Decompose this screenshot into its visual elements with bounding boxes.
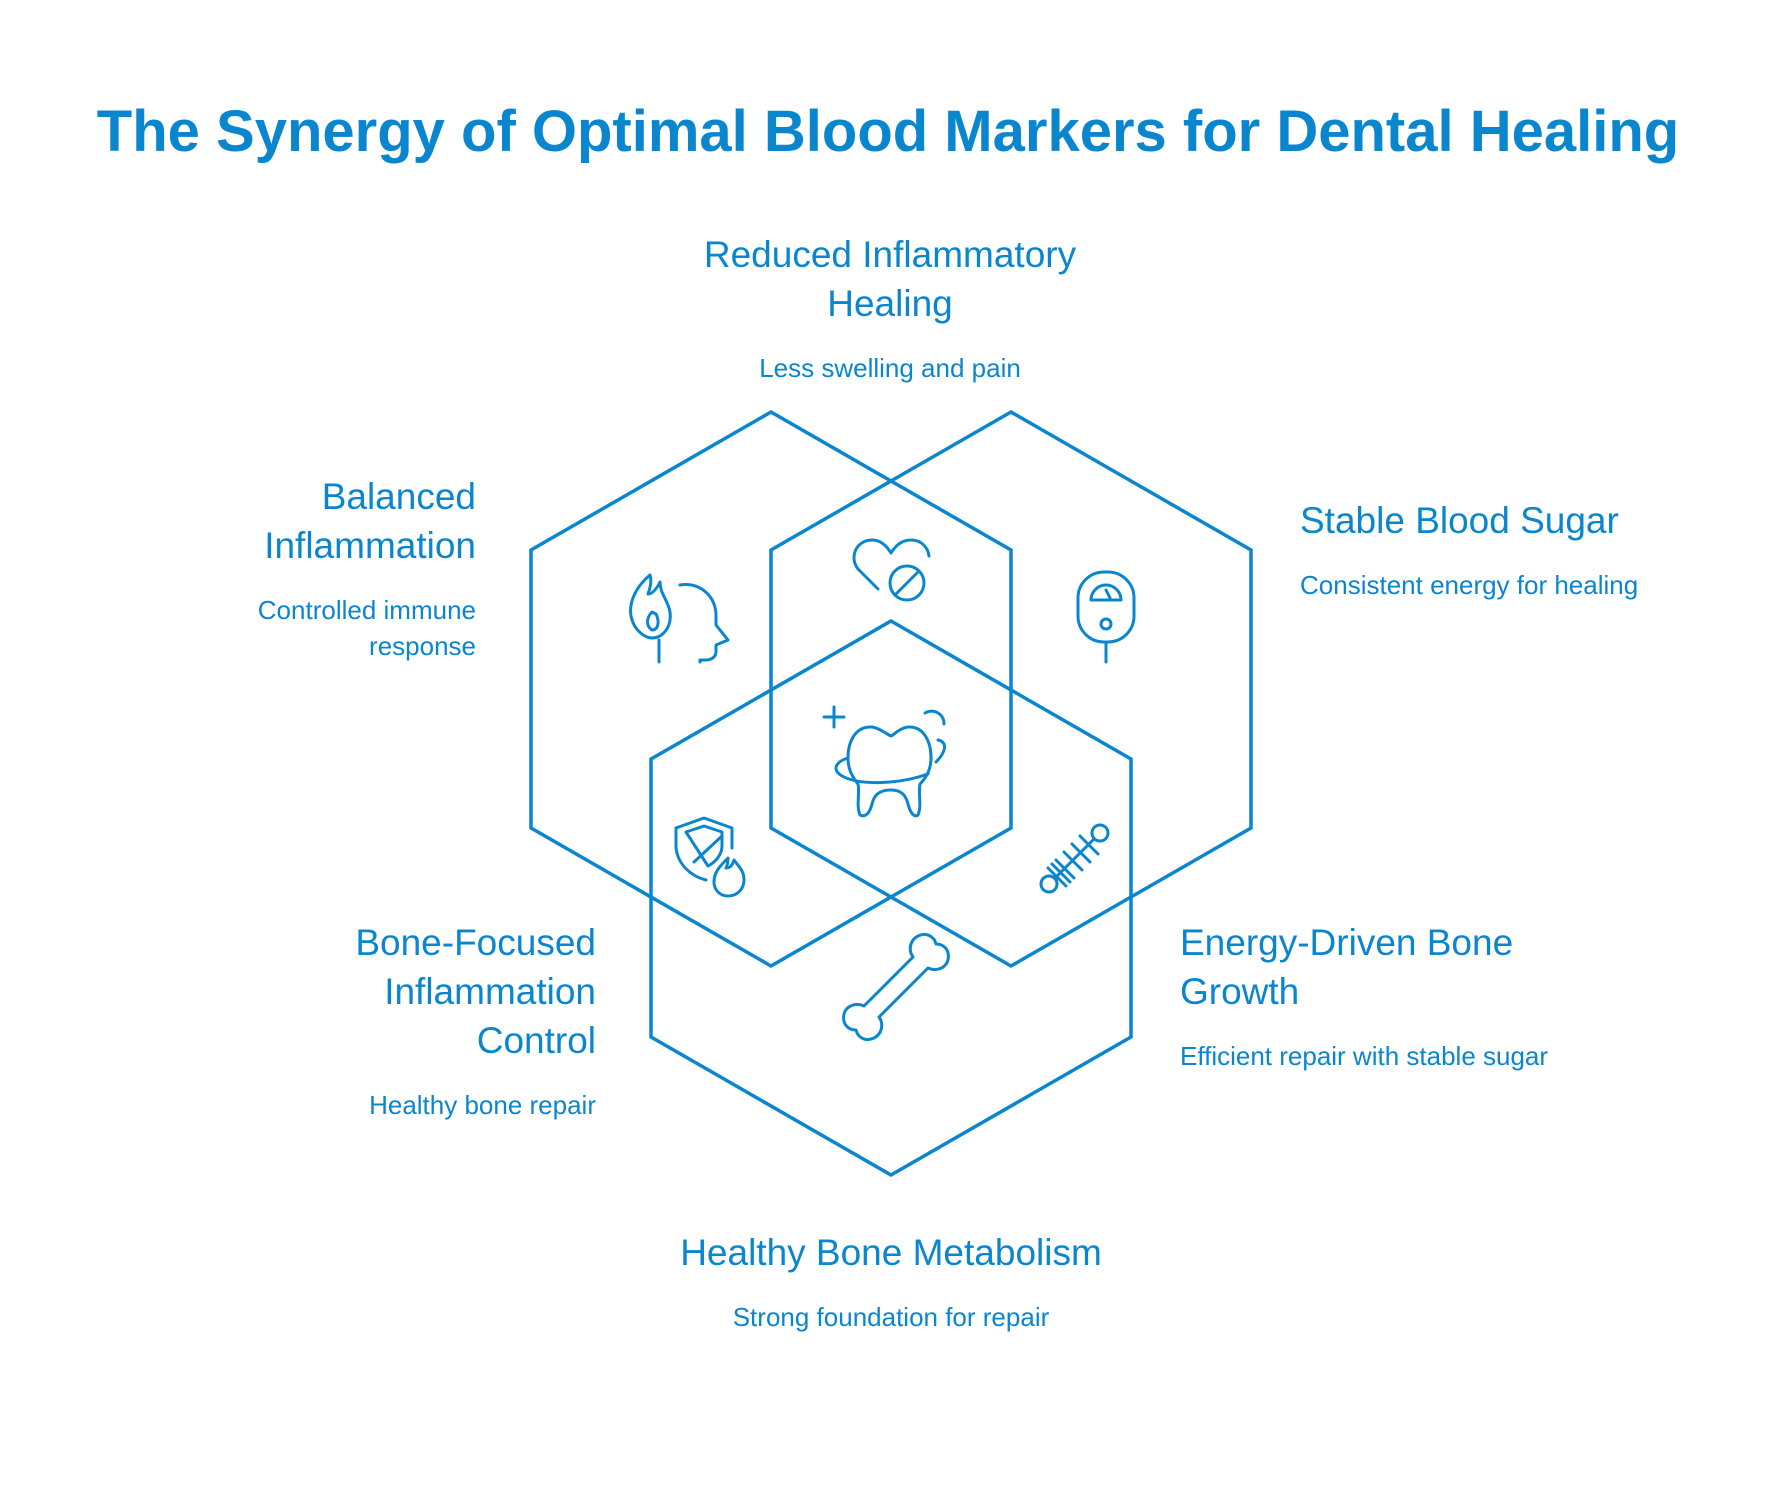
region-bottom-left-subtitle: Healthy bone repair [369, 1090, 596, 1120]
region-top-subtitle: Less swelling and pain [759, 353, 1021, 383]
region-left-title: Balanced Inflammation [264, 476, 476, 566]
hexagon-blood-sugar [769, 409, 1253, 969]
shield-flame-icon [674, 816, 746, 898]
region-bottom-right-title: Energy-Driven Bone Growth [1180, 922, 1514, 1012]
region-right: Stable Blood Sugar Consistent energy for… [1300, 496, 1660, 603]
bone-icon [842, 932, 950, 1042]
region-bottom-title: Healthy Bone Metabolism [680, 1232, 1102, 1273]
hexagon-inflammation [529, 409, 1013, 969]
region-bottom-left: Bone-Focused Inflammation Control Health… [260, 918, 596, 1123]
region-right-title: Stable Blood Sugar [1300, 500, 1619, 541]
heart-no-icon [852, 538, 931, 602]
region-top-title: Reduced Inflammatory Healing [703, 234, 1077, 324]
region-top: Reduced Inflammatory Healing Less swelli… [650, 230, 1130, 386]
region-left: Balanced Inflammation Controlled immune … [180, 472, 476, 664]
region-bottom-right: Energy-Driven Bone Growth Efficient repa… [1180, 918, 1560, 1074]
region-bottom-left-title: Bone-Focused Inflammation Control [355, 922, 596, 1061]
fire-head-icon [629, 573, 730, 664]
region-bottom-right-subtitle: Efficient repair with stable sugar [1180, 1041, 1549, 1071]
region-left-subtitle: Controlled immune response [257, 595, 476, 661]
region-right-subtitle: Consistent energy for healing [1300, 570, 1639, 600]
hexagon-bone [649, 618, 1133, 1178]
page-title: The Synergy of Optimal Blood Markers for… [96, 99, 1680, 164]
region-bottom-subtitle: Strong foundation for repair [732, 1302, 1050, 1332]
glucose-meter-icon [1076, 570, 1136, 664]
region-bottom: Healthy Bone Metabolism Strong foundatio… [600, 1228, 1182, 1335]
healthy-tooth-icon [822, 705, 946, 818]
bone-spine-icon [1039, 823, 1110, 894]
